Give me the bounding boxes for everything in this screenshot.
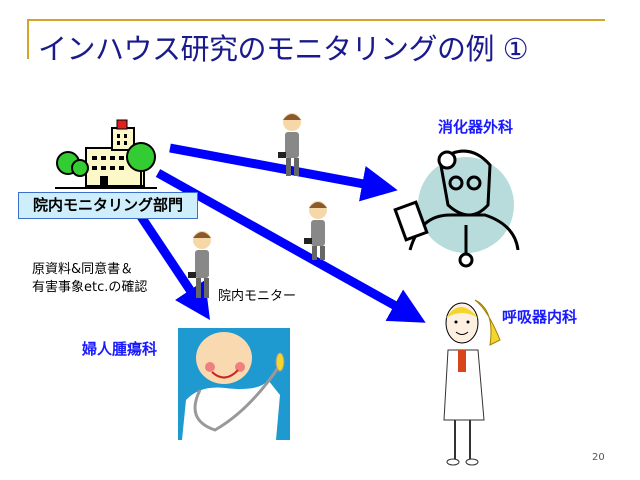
gyn-oncology-doctor-illustration [178, 328, 290, 440]
check-note-line1: 原資料&同意書＆ [32, 262, 134, 277]
arrow-to-respiratory [155, 169, 426, 323]
monitor-person-icon [278, 113, 301, 176]
hospital-icon [55, 119, 157, 189]
respiratory-label: 呼吸器内科 [502, 308, 578, 326]
arrow-to-gi-surgery [169, 143, 398, 202]
gi-surgeon-illustration [393, 149, 520, 268]
respiratory-doctor-illustration [443, 299, 501, 466]
slide-title: インハウス研究のモニタリングの例 ① [38, 32, 529, 66]
gi-surgery-label: 消化器外科 [438, 118, 514, 136]
gyn-oncology-label: 婦人腫瘍科 [82, 340, 158, 358]
in-house-monitoring-dept-label: 院内モニタリング部門 [18, 192, 198, 219]
page-number: 20 [592, 452, 605, 463]
check-note-line2: 有害事象etc.の確認 [32, 280, 148, 295]
title-accent-bar [27, 19, 29, 59]
in-house-monitor-label: 院内モニター [218, 289, 297, 304]
title-rule [27, 19, 605, 21]
monitor-person-icon [304, 201, 327, 260]
monitor-person-icon [188, 231, 211, 298]
arrow-to-gyn-oncology [136, 212, 210, 320]
